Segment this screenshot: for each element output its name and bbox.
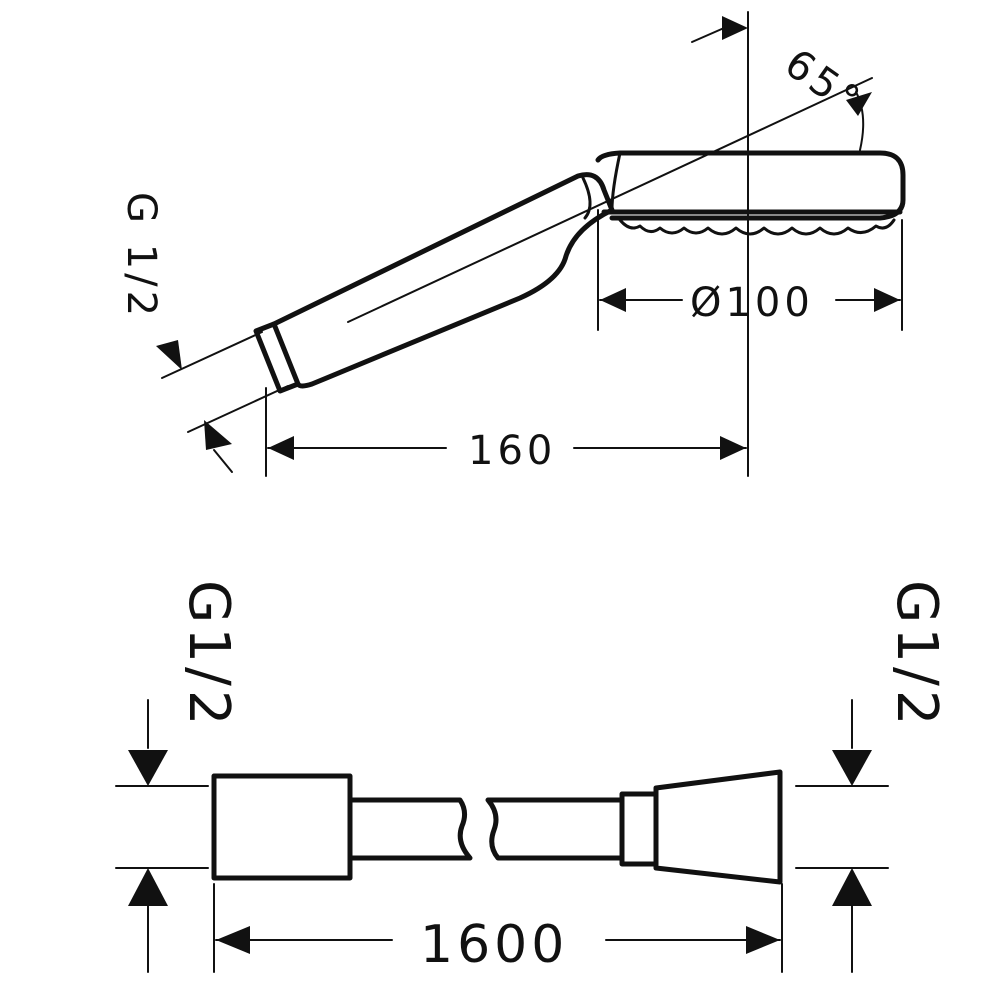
top-arrowhead	[722, 16, 748, 40]
spray-nozzles	[618, 218, 896, 236]
angle-arrowhead	[846, 92, 872, 116]
hose-left-segment	[347, 797, 473, 861]
hose-length-arrow-right	[746, 926, 780, 954]
thread-extension-upper	[161, 331, 263, 379]
hose-right-thread-label: G1/2	[884, 580, 949, 730]
axis-centerline	[347, 77, 873, 323]
shower-head	[595, 150, 906, 221]
length-arrow-left	[268, 436, 294, 460]
hose-left-thread-label: G1/2	[176, 580, 241, 730]
handle-seam	[581, 176, 592, 220]
thread-arrow-lower	[204, 420, 232, 450]
hose-length-arrow-left	[216, 926, 250, 954]
hose-length-label: 1600	[420, 915, 568, 975]
thread-extension-lower	[187, 385, 289, 433]
hose-right-arrow-top	[832, 750, 872, 786]
length-label: 160	[468, 428, 556, 474]
diameter-arrow-left	[600, 288, 626, 312]
hose-right-segment	[485, 797, 625, 861]
hose-right-collar	[619, 791, 659, 867]
handle-thread	[253, 321, 301, 394]
length-arrow-right	[720, 436, 746, 460]
hose-right-arrow-bottom	[832, 868, 872, 906]
hose-left-arrow-bottom	[128, 868, 168, 906]
thread-label: G 1/2	[118, 192, 164, 320]
hose-right-cone	[653, 769, 783, 885]
diameter-label: Ø100	[690, 280, 814, 326]
angle-arc	[855, 91, 865, 151]
diameter-arrow-right	[874, 288, 900, 312]
hand-shower: 65° G 1/2 Ø100 160	[118, 11, 906, 477]
handle-body	[271, 172, 615, 389]
thread-arrow-upper	[156, 340, 182, 370]
shower-head-inner	[610, 151, 622, 212]
hose-left-nut	[211, 773, 353, 881]
shower-hose: G1/2 G1/2 1600	[115, 580, 949, 975]
hose-left-arrow-top	[128, 750, 168, 786]
